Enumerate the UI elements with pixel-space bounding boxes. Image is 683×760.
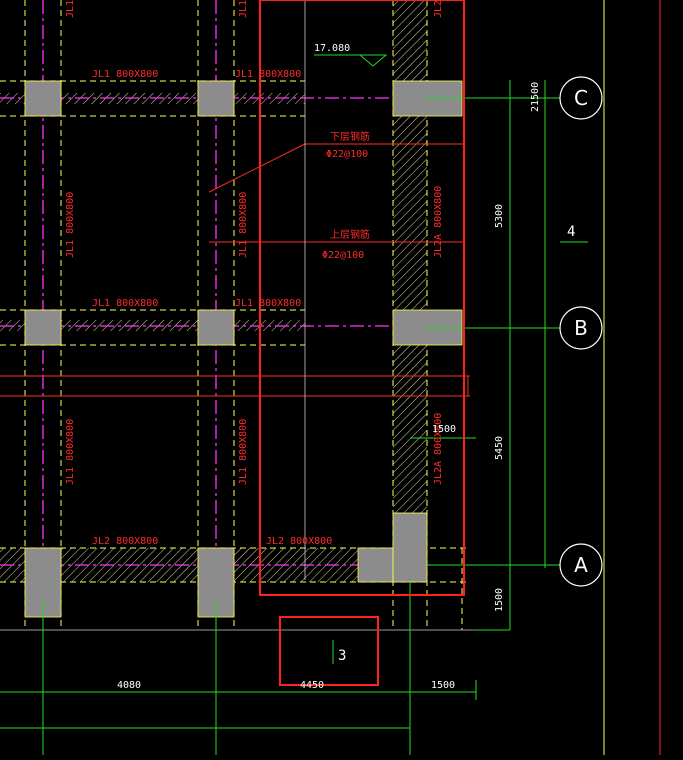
beam-label: JL1	[238, 0, 249, 18]
rebar-note-title: 下层钢筋	[330, 130, 370, 143]
dim-text: 5450	[494, 436, 505, 460]
dimension-texts: 21500 5300 5450 1500 1500 4080 4450 1500	[117, 82, 541, 691]
dim-text: 5300	[494, 204, 505, 228]
dim-text: 21500	[530, 82, 541, 112]
dim-text: 1500	[494, 588, 505, 612]
callout-right: 4	[567, 224, 575, 240]
axis-bubble-c[interactable]	[559, 76, 603, 120]
axis-bubble-b[interactable]	[559, 306, 603, 350]
axis-bubble-a[interactable]	[559, 543, 603, 587]
beam-label: JL1 800X800	[65, 192, 76, 258]
beam-label: JL1 800X800	[65, 419, 76, 485]
rebar-note-title: 上层钢筋	[330, 228, 370, 241]
beam-label: JL1 800X800	[238, 419, 249, 485]
dim-text: 1500	[432, 424, 456, 435]
axis-label-a: A	[574, 553, 588, 577]
beam-label: JL1 800X800	[92, 69, 158, 80]
beam-label: JL2A 800X800	[433, 413, 444, 485]
beam-label: JL2 800X800	[92, 536, 158, 547]
beam-label: JL2 800X800	[266, 536, 332, 547]
elevation-marker-icon	[358, 54, 388, 67]
callout-bottom: 3	[338, 648, 346, 664]
dimension-lines	[0, 54, 588, 755]
dim-text: 4080	[117, 680, 141, 691]
highlight-frame-bottom[interactable]	[279, 616, 379, 686]
beam-label: JL1 800X800	[238, 192, 249, 258]
axis-label-c: C	[574, 86, 588, 110]
beam-label: JL1 800X800	[235, 298, 301, 309]
beam-label: JL2	[433, 0, 444, 18]
axis-bubbles: C B A	[559, 76, 603, 587]
rebar-note-spec: Φ22@100	[322, 250, 364, 261]
highlight-frame-main[interactable]	[259, 0, 465, 596]
white-lines	[0, 0, 510, 631]
dim-text: 1500	[431, 680, 455, 691]
red-lines	[0, 143, 470, 397]
axis-label-b: B	[574, 316, 588, 340]
beam-label: JL1 800X800	[92, 298, 158, 309]
beam-label: JL1	[65, 0, 76, 18]
beam-label: JL1 800X800	[235, 69, 301, 80]
rebar-notes: 下层钢筋 Φ22@100 上层钢筋 Φ22@100	[322, 130, 370, 261]
rebar-note-spec: Φ22@100	[326, 149, 368, 160]
beam-labels: JL1 800X800 JL1 800X800 JL1 800X800 JL1 …	[65, 0, 444, 547]
beam-label: JL2A 800X800	[433, 186, 444, 258]
dim-text: 4450	[300, 680, 324, 691]
elevation-label: 17.080	[314, 43, 350, 54]
